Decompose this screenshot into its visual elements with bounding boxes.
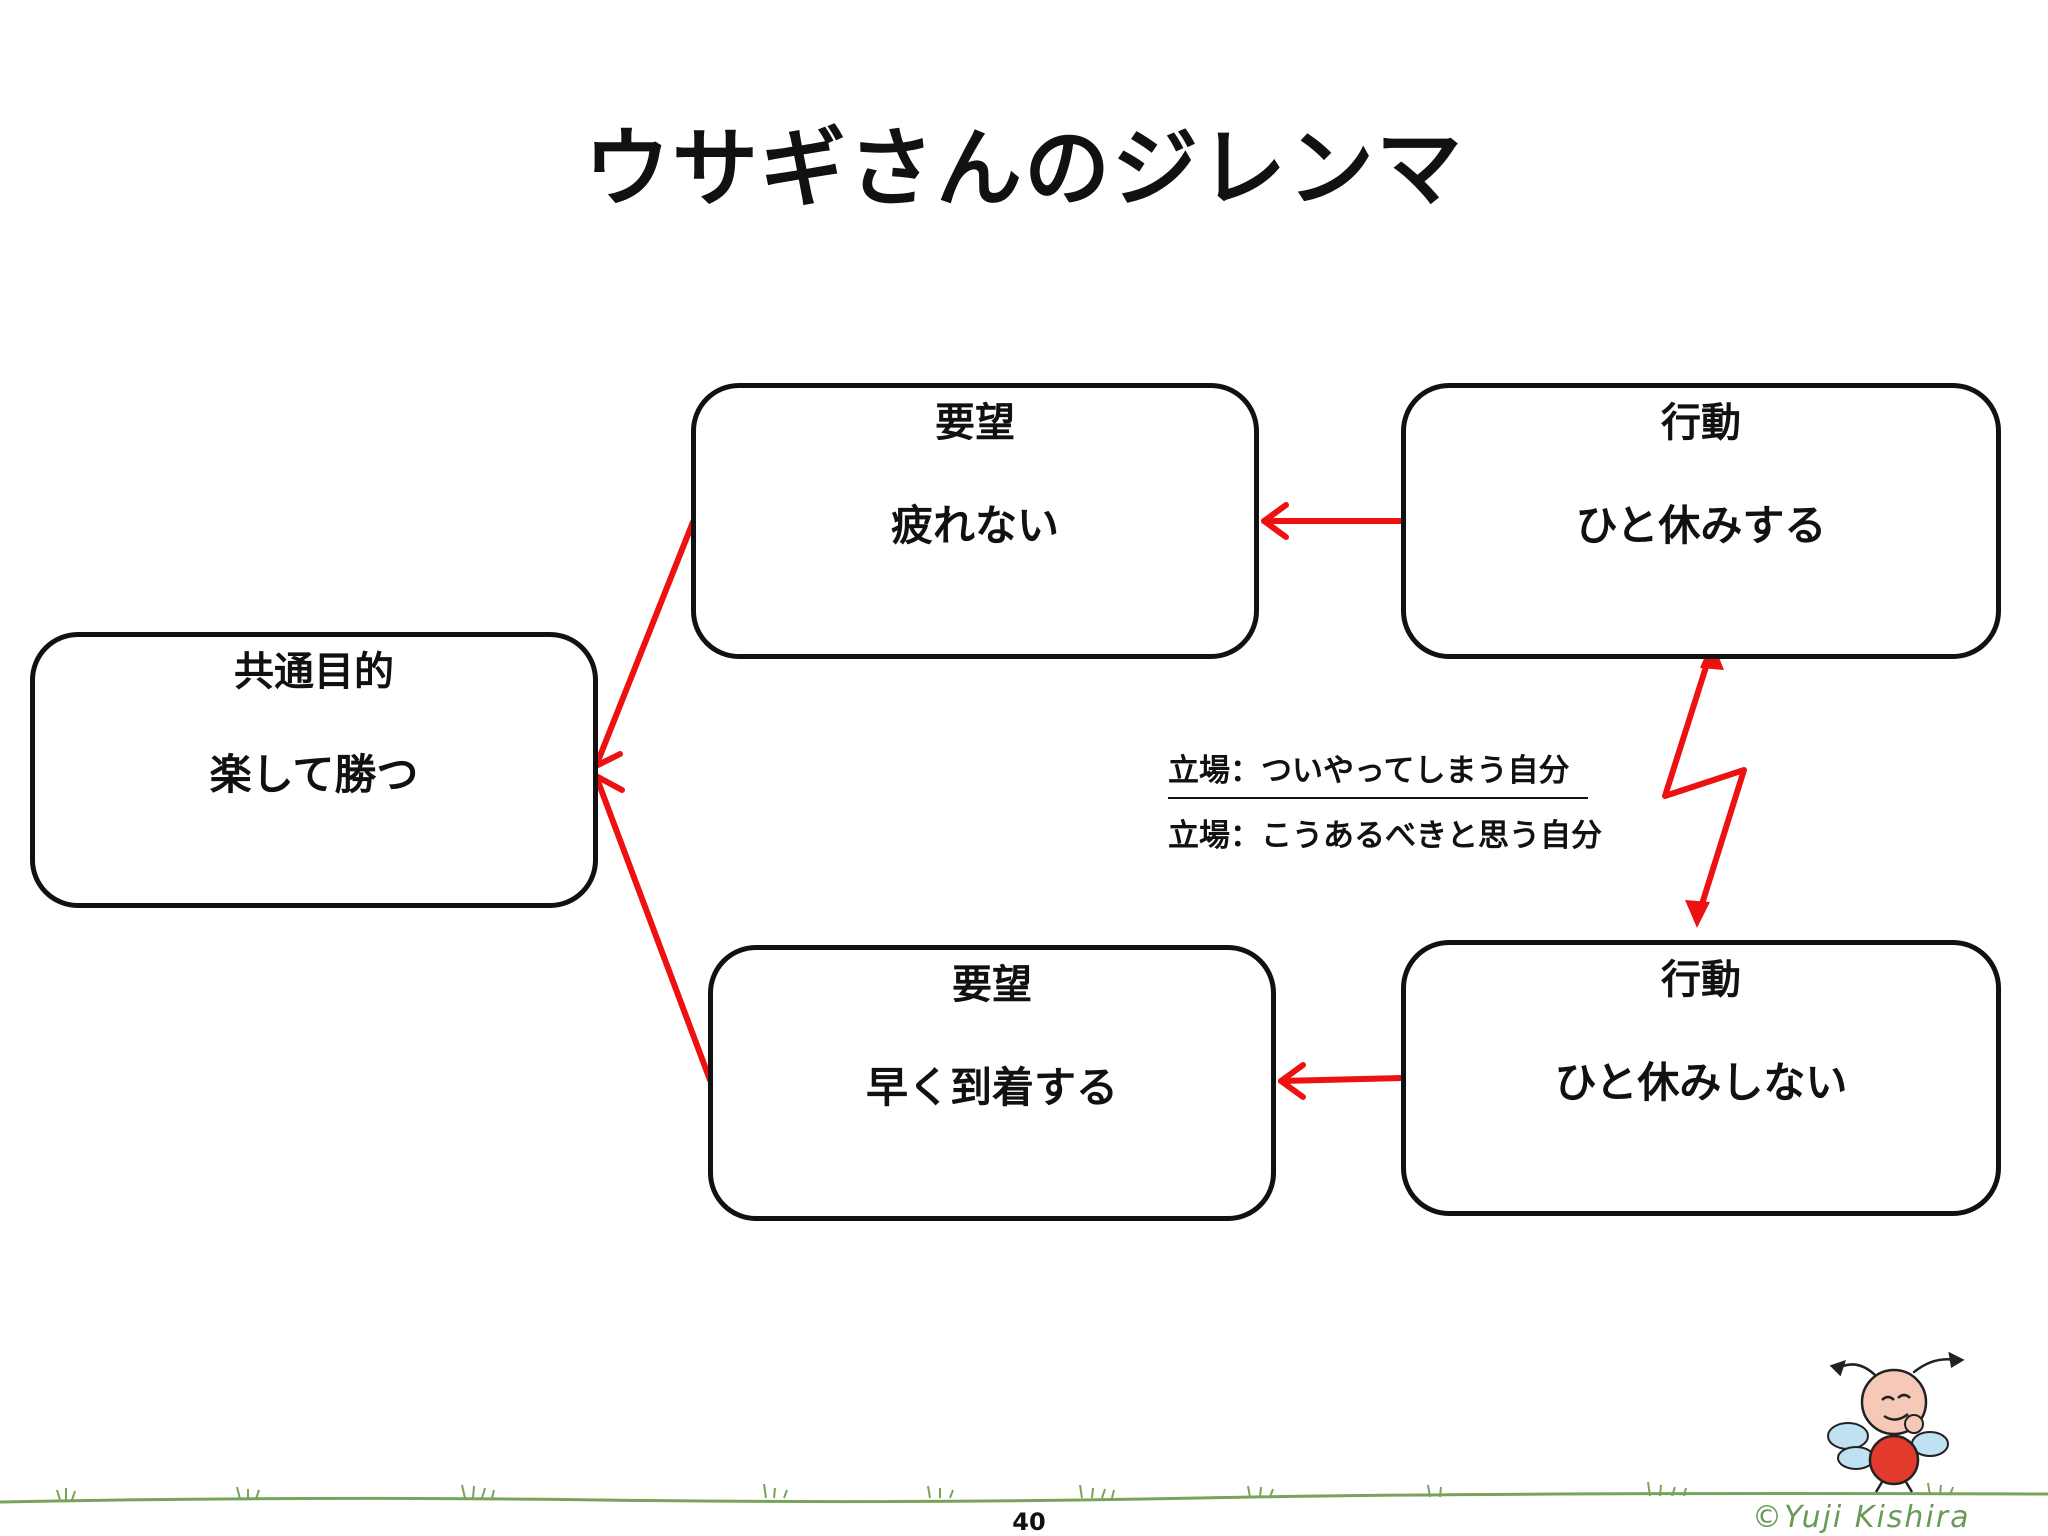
- stance-divider: [1168, 797, 1588, 799]
- goal-value: 楽して勝つ: [209, 750, 419, 799]
- conflict-arrow-head-bottom: [1685, 900, 1710, 928]
- slide-title: ウサギさんのジレンマ: [584, 119, 1464, 219]
- need-bottom-box: 要望 早く到着する: [708, 945, 1276, 1221]
- action-bottom-label: 行動: [1661, 957, 1741, 1003]
- bee-character-illustration: [1827, 1351, 1965, 1493]
- copyright-signature: ©Yuji Kishira: [1752, 1500, 1971, 1535]
- need-bottom-value: 早く到着する: [865, 1063, 1118, 1112]
- stance-habitual: 立場：ついやってしまう自分: [1168, 753, 1570, 789]
- conflict-zigzag: [1662, 645, 1747, 923]
- arrow-action-top-to-need-top-head: [1261, 502, 1289, 540]
- page-number: 40: [1012, 1508, 1046, 1536]
- need-bottom-label: 要望: [952, 962, 1032, 1008]
- need-top-label: 要望: [935, 400, 1015, 446]
- action-top-label: 行動: [1661, 400, 1741, 446]
- action-top-box: 行動 ひと休みする: [1401, 383, 2001, 659]
- goal-label: 共通目的: [234, 649, 394, 695]
- action-top-value: ひと休みする: [1575, 501, 1827, 550]
- grass-ground-illustration: [0, 1481, 2048, 1504]
- arrow-action-bottom-to-need-bottom-head: [1278, 1062, 1306, 1100]
- stance-ideal: 立場：こうあるべきと思う自分: [1168, 818, 1602, 854]
- action-bottom-value: ひと休みしない: [1554, 1058, 1848, 1107]
- arrow-need-top-to-goal: [593, 519, 696, 769]
- need-top-box: 要望 疲れない: [691, 383, 1259, 659]
- goal-box: 共通目的 楽して勝つ: [30, 632, 598, 908]
- need-top-value: 疲れない: [890, 501, 1059, 550]
- arrow-action-bottom-to-need-bottom: [1278, 1075, 1404, 1084]
- action-bottom-box: 行動 ひと休みしない: [1401, 940, 2001, 1216]
- arrow-need-bottom-to-goal: [593, 773, 713, 1083]
